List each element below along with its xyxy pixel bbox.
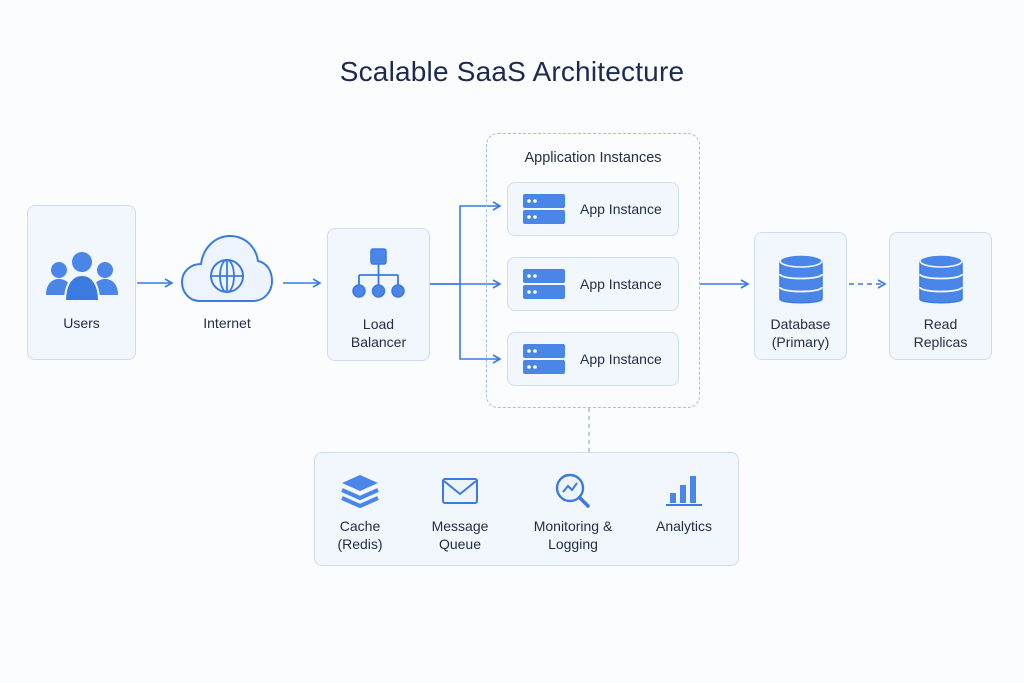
service-monitoring-label-2: Logging bbox=[548, 536, 598, 552]
server-icon bbox=[523, 344, 565, 374]
cloud-globe-icon bbox=[180, 234, 274, 302]
users-node[interactable]: Users bbox=[27, 205, 136, 360]
server-icon bbox=[523, 269, 565, 299]
services-panel: Cache (Redis) Message Queue Monitoring &… bbox=[314, 452, 739, 566]
service-monitoring[interactable]: Monitoring & Logging bbox=[523, 471, 623, 553]
users-label: Users bbox=[63, 315, 100, 331]
service-cache-label-2: (Redis) bbox=[337, 536, 383, 552]
service-analytics-label-1: Analytics bbox=[655, 518, 713, 534]
envelope-icon bbox=[442, 478, 478, 504]
app-instance-3[interactable]: App Instance bbox=[507, 332, 679, 386]
hierarchy-icon bbox=[352, 248, 405, 298]
database-label-1: Database bbox=[770, 316, 831, 332]
app-instance-2[interactable]: App Instance bbox=[507, 257, 679, 311]
users-icon bbox=[46, 252, 118, 302]
app-instance-1[interactable]: App Instance bbox=[507, 182, 679, 236]
database-label-2: (Primary) bbox=[771, 334, 830, 350]
app-group-title: Application Instances bbox=[524, 150, 662, 166]
internet-label: Internet bbox=[203, 315, 251, 331]
service-monitoring-label-1: Monitoring & bbox=[533, 518, 613, 534]
service-cache[interactable]: Cache (Redis) bbox=[325, 473, 395, 553]
app-instance-label: App Instance bbox=[580, 201, 662, 217]
replicas-label-1: Read bbox=[923, 316, 958, 332]
database-icon bbox=[919, 254, 963, 304]
bar-chart-icon bbox=[666, 476, 702, 506]
read-replicas-node[interactable]: Read Replicas bbox=[889, 232, 992, 360]
service-analytics[interactable]: Analytics bbox=[645, 473, 723, 535]
server-icon bbox=[523, 194, 565, 224]
replicas-label-2: Replicas bbox=[913, 334, 968, 350]
load-balancer-label-2: Balancer bbox=[350, 334, 407, 350]
service-queue-label-2: Queue bbox=[438, 536, 482, 552]
app-instance-label: App Instance bbox=[580, 276, 662, 292]
layers-icon bbox=[341, 475, 379, 508]
service-cache-label-1: Cache bbox=[339, 518, 381, 534]
database-node[interactable]: Database (Primary) bbox=[754, 232, 847, 360]
app-instances-group: Application Instances bbox=[486, 133, 700, 408]
service-message-queue[interactable]: Message Queue bbox=[421, 473, 499, 553]
magnifier-chart-icon bbox=[555, 473, 590, 508]
diagram-title: Scalable SaaS Architecture bbox=[339, 56, 685, 87]
load-balancer-label-1: Load bbox=[362, 316, 395, 332]
service-queue-label-1: Message bbox=[431, 518, 489, 534]
database-icon bbox=[779, 254, 823, 304]
load-balancer-node[interactable]: Load Balancer bbox=[327, 228, 430, 361]
app-instance-label: App Instance bbox=[580, 351, 662, 367]
